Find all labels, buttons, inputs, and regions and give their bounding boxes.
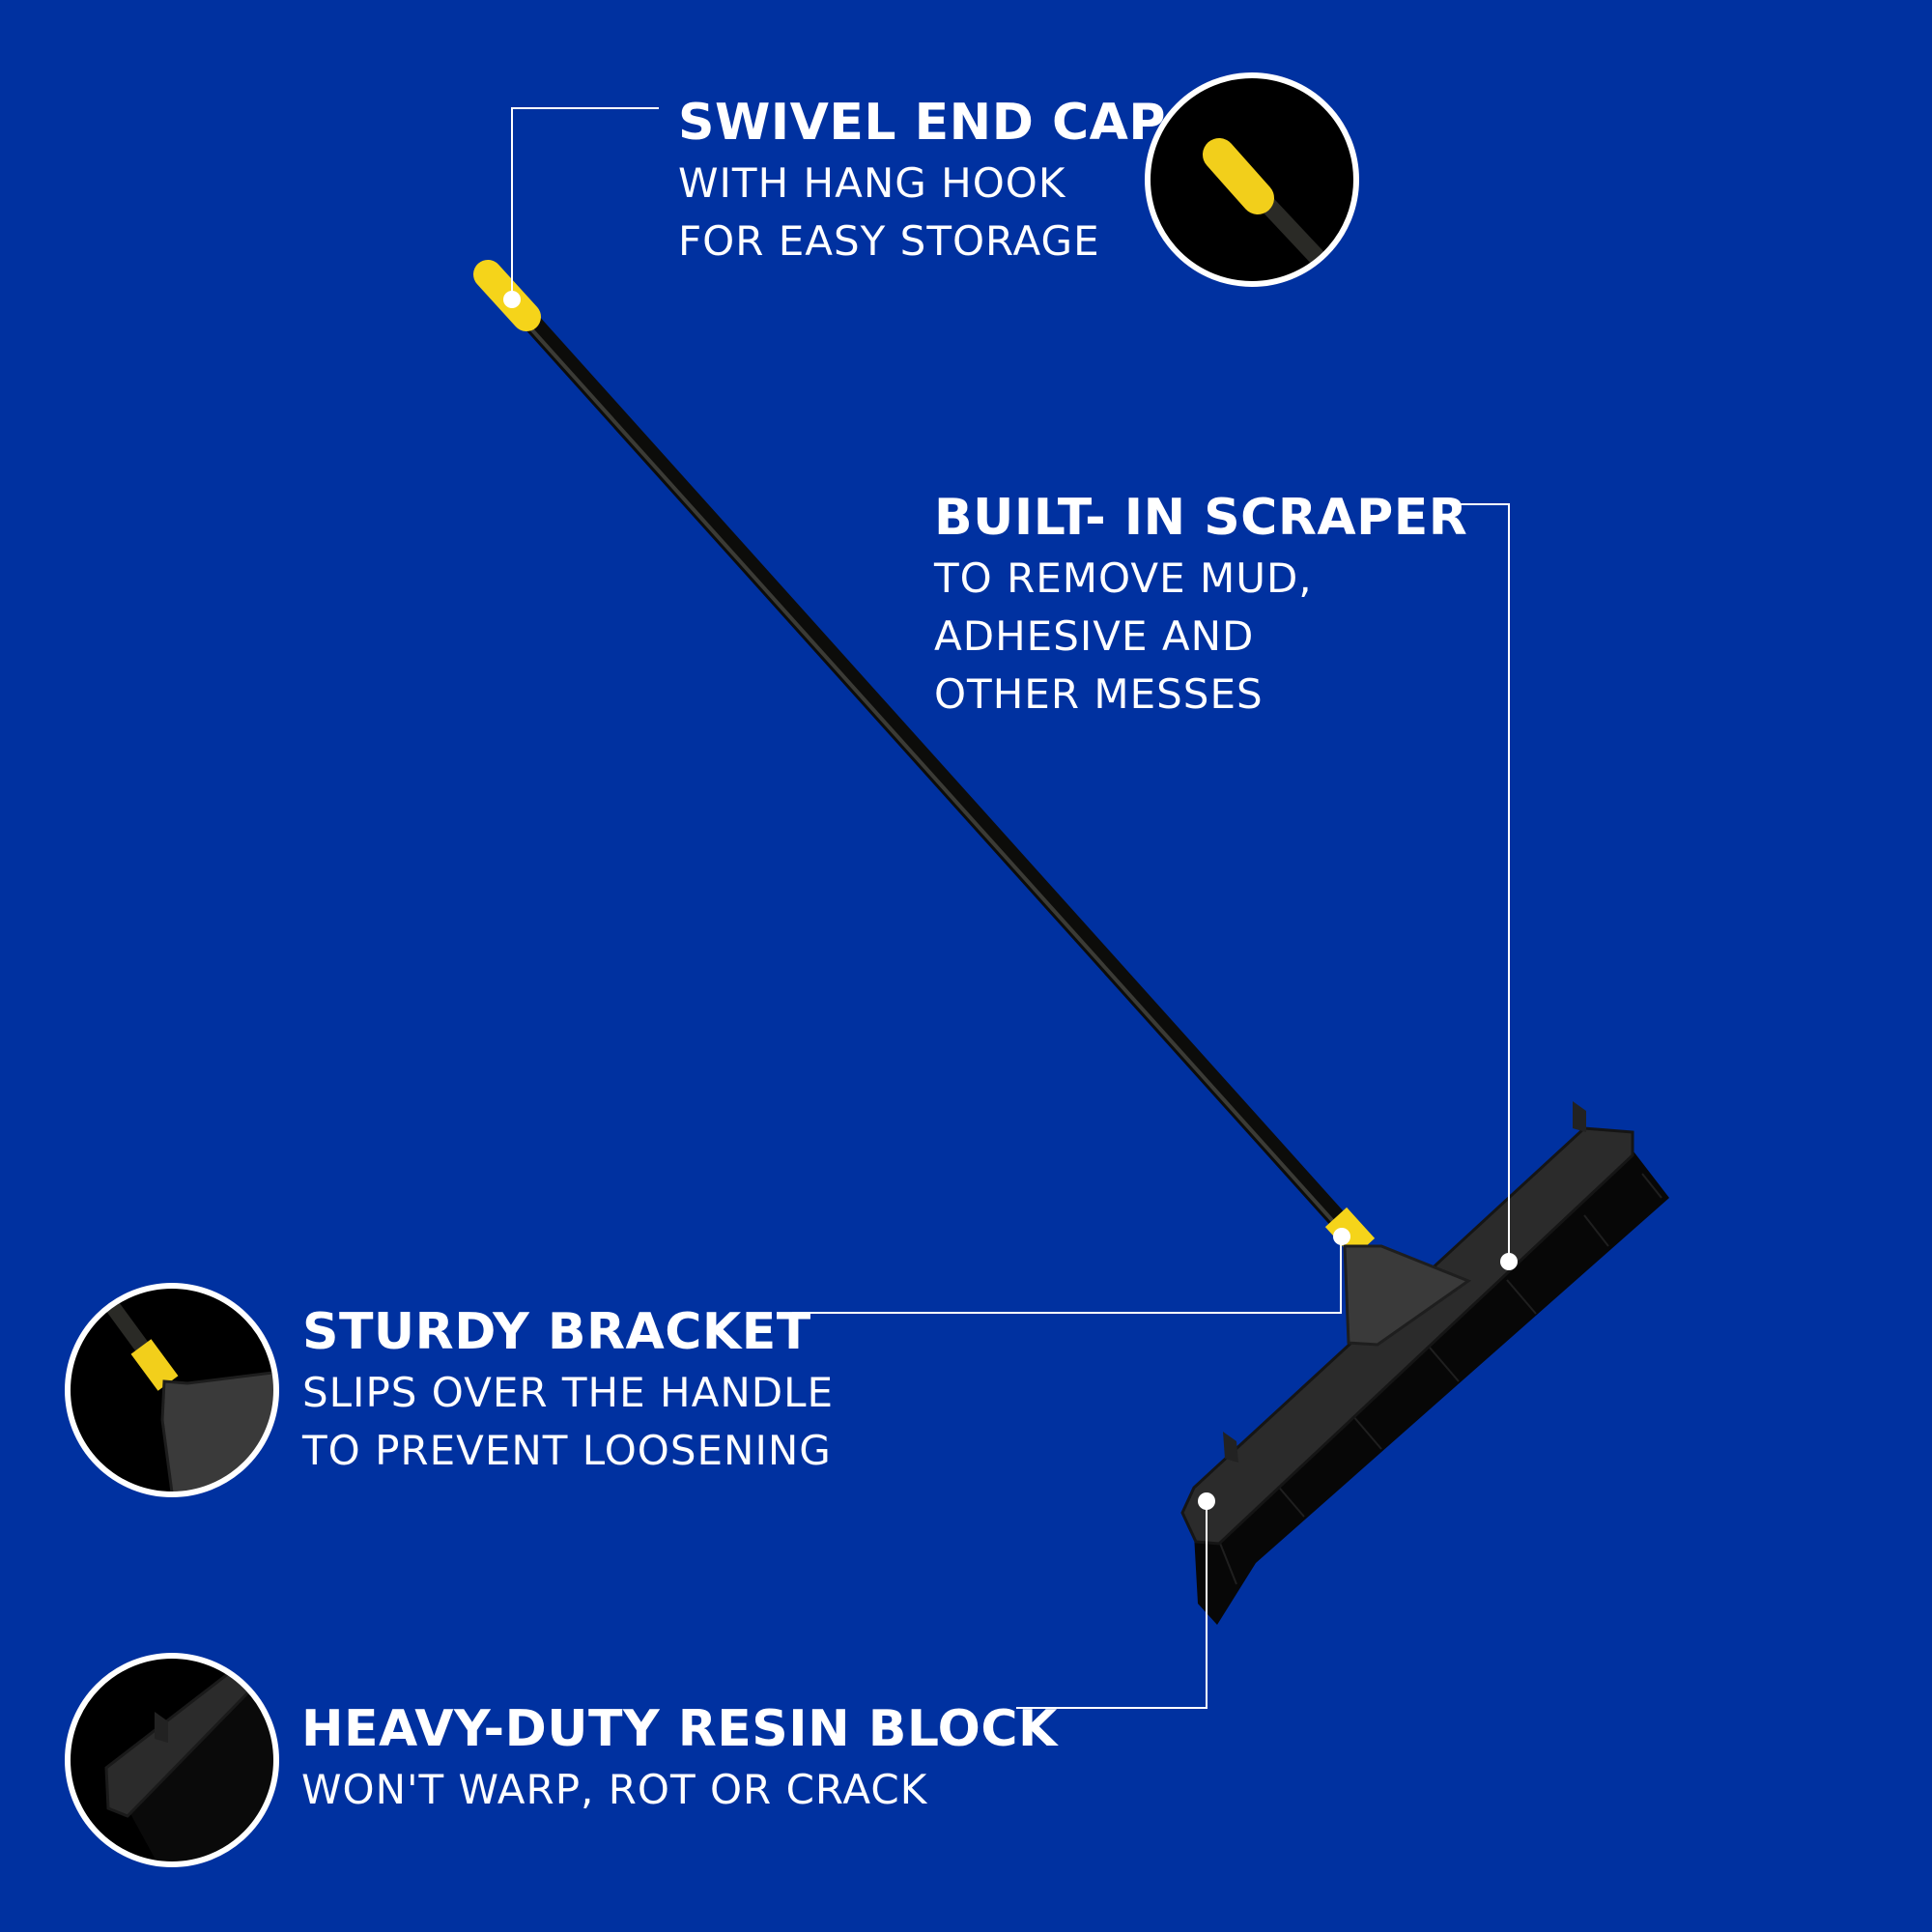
bristles bbox=[1194, 1148, 1669, 1625]
resin-block-detail-image bbox=[65, 1653, 279, 1867]
bristle-texture bbox=[1216, 1173, 1662, 1585]
sturdy-bracket bbox=[1343, 1244, 1472, 1347]
leader-line-resin bbox=[1016, 1502, 1208, 1709]
callout-title: STURDY BRACKET bbox=[302, 1303, 811, 1361]
callout-line: TO PREVENT LOOSENING bbox=[302, 1427, 832, 1474]
resin-block bbox=[1180, 1126, 1634, 1546]
broom-head bbox=[1180, 1101, 1669, 1625]
callout-swivel-end-cap: SWIVEL END CAP WITH HANG HOOK FOR EASY S… bbox=[678, 91, 1166, 270]
callout-line: OTHER MESSES bbox=[934, 670, 1264, 718]
callout-title: BUILT- IN SCRAPER bbox=[934, 489, 1468, 547]
endcap-detail-image bbox=[1145, 72, 1359, 287]
leader-dot-resin bbox=[1198, 1492, 1215, 1510]
bracket-collar bbox=[1324, 1207, 1376, 1259]
bracket-detail-image bbox=[65, 1283, 279, 1497]
leader-dot-endcap bbox=[503, 291, 521, 308]
callout-line: FOR EASY STORAGE bbox=[678, 217, 1100, 265]
callout-title: SWIVEL END CAP bbox=[678, 94, 1166, 152]
callout-line: SLIPS OVER THE HANDLE bbox=[302, 1369, 835, 1416]
callout-line: WON'T WARP, ROT OR CRACK bbox=[301, 1766, 928, 1813]
leader-dots bbox=[503, 291, 1518, 1510]
block-hook-bottom bbox=[1223, 1432, 1238, 1463]
block-hook-top bbox=[1573, 1101, 1586, 1132]
leader-dot-bracket bbox=[1333, 1228, 1350, 1245]
callout-built-in-scraper: BUILT- IN SCRAPER TO REMOVE MUD, ADHESIV… bbox=[934, 486, 1467, 724]
leader-line-bracket bbox=[792, 1236, 1342, 1314]
callout-title: HEAVY-DUTY RESIN BLOCK bbox=[301, 1700, 1058, 1758]
leader-line-scraper bbox=[1457, 503, 1510, 1262]
leader-dot-scraper bbox=[1500, 1253, 1518, 1270]
leader-lines bbox=[511, 107, 1510, 1709]
callout-line: TO REMOVE MUD, bbox=[934, 554, 1313, 602]
leader-line-endcap bbox=[511, 107, 659, 296]
callout-line: WITH HANG HOOK bbox=[678, 159, 1066, 207]
callout-line: ADHESIVE AND bbox=[934, 612, 1255, 660]
callout-sturdy-bracket: STURDY BRACKET SLIPS OVER THE HANDLE TO … bbox=[302, 1300, 834, 1480]
broom-handle bbox=[512, 301, 1352, 1235]
callout-resin-block: HEAVY-DUTY RESIN BLOCK WON'T WARP, ROT O… bbox=[301, 1697, 1058, 1819]
